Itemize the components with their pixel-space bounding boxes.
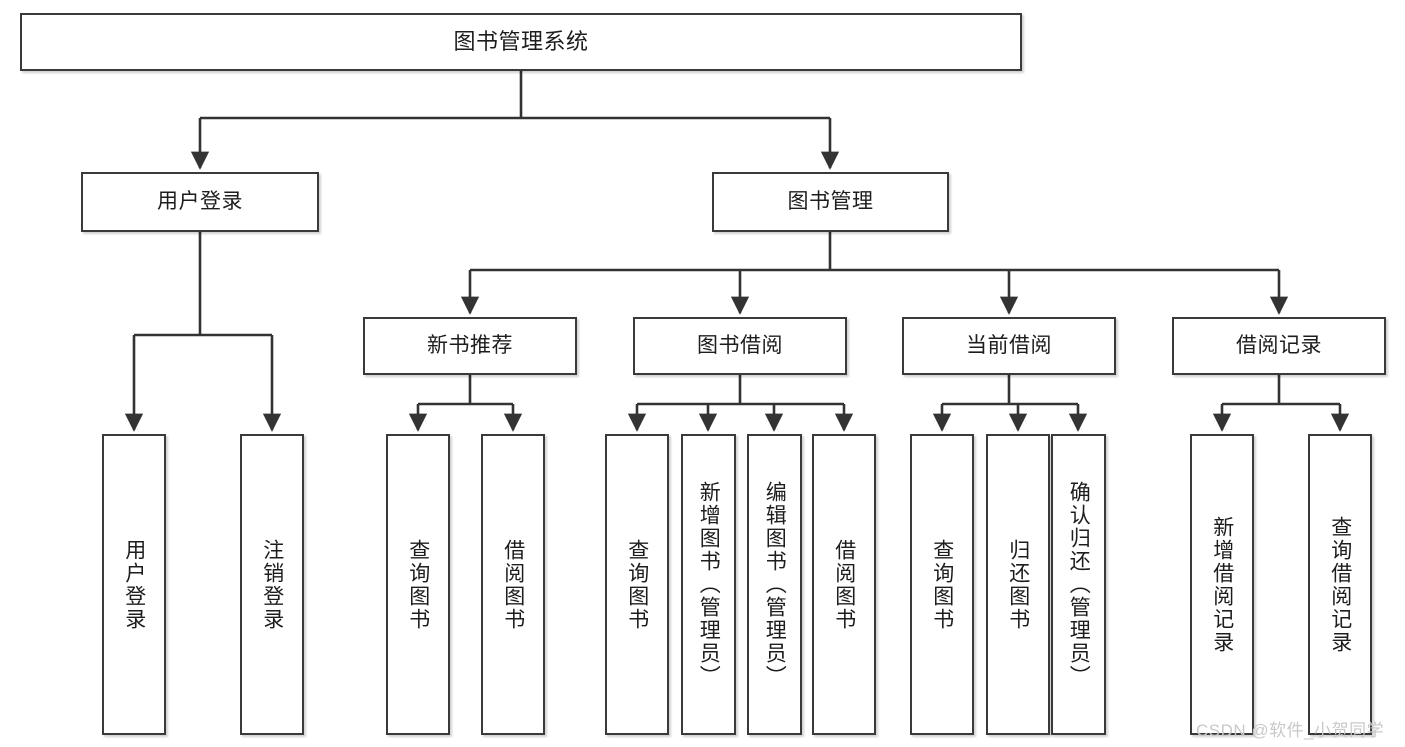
node-root-label: 图书管理系统 xyxy=(453,29,589,55)
leaf-query-book-recommend-label: 查询图书 xyxy=(406,538,430,631)
leaf-borrow-book-label: 借阅图书 xyxy=(832,538,856,631)
leaf-add-book-admin-label: 新增图书（管理员） xyxy=(697,481,721,688)
leaf-borrow-book-recommend[interactable]: 借阅图书 xyxy=(481,434,545,735)
node-borrow-record[interactable]: 借阅记录 xyxy=(1172,317,1386,375)
leaf-borrow-book-recommend-label: 借阅图书 xyxy=(501,538,525,631)
leaf-borrow-book[interactable]: 借阅图书 xyxy=(812,434,876,735)
leaf-user-login[interactable]: 用户登录 xyxy=(102,434,166,735)
leaf-query-book-current-label: 查询图书 xyxy=(930,538,954,631)
leaf-return-book[interactable]: 归还图书 xyxy=(986,434,1050,735)
leaf-query-book[interactable]: 查询图书 xyxy=(605,434,669,735)
node-root[interactable]: 图书管理系统 xyxy=(20,13,1022,71)
leaf-query-book-current[interactable]: 查询图书 xyxy=(910,434,974,735)
leaf-query-book-recommend[interactable]: 查询图书 xyxy=(386,434,450,735)
node-book-management-label: 图书管理 xyxy=(787,189,874,213)
leaf-return-book-label: 归还图书 xyxy=(1006,538,1030,631)
node-book-management[interactable]: 图书管理 xyxy=(712,172,949,232)
leaf-user-login-label: 用户登录 xyxy=(122,538,146,631)
node-book-borrow[interactable]: 图书借阅 xyxy=(633,317,847,375)
leaf-query-borrow-record-label: 查询借阅记录 xyxy=(1328,515,1352,654)
leaf-query-book-label: 查询图书 xyxy=(625,538,649,631)
leaf-add-borrow-record-label: 新增借阅记录 xyxy=(1210,515,1234,654)
node-current-borrow-label: 当前借阅 xyxy=(966,333,1052,357)
leaf-confirm-return-admin[interactable]: 确认归还（管理员） xyxy=(1051,434,1106,735)
node-book-borrow-label: 图书借阅 xyxy=(697,333,783,357)
node-new-book-recommend[interactable]: 新书推荐 xyxy=(363,317,577,375)
csdn-watermark: CSDN @软件_小贺同学 xyxy=(1196,721,1385,740)
leaf-logout-label: 注销登录 xyxy=(260,538,284,631)
leaf-add-book-admin[interactable]: 新增图书（管理员） xyxy=(681,434,736,735)
leaf-edit-book-admin[interactable]: 编辑图书（管理员） xyxy=(747,434,802,735)
node-new-book-recommend-label: 新书推荐 xyxy=(427,333,513,357)
leaf-confirm-return-admin-label: 确认归还（管理员） xyxy=(1067,481,1091,688)
node-user-login[interactable]: 用户登录 xyxy=(81,172,319,232)
node-user-login-label: 用户登录 xyxy=(157,189,243,213)
leaf-add-borrow-record[interactable]: 新增借阅记录 xyxy=(1190,434,1254,735)
node-current-borrow[interactable]: 当前借阅 xyxy=(902,317,1116,375)
leaf-logout[interactable]: 注销登录 xyxy=(240,434,304,735)
node-borrow-record-label: 借阅记录 xyxy=(1236,333,1322,357)
leaf-query-borrow-record[interactable]: 查询借阅记录 xyxy=(1308,434,1372,735)
leaf-edit-book-admin-label: 编辑图书（管理员） xyxy=(763,481,787,688)
